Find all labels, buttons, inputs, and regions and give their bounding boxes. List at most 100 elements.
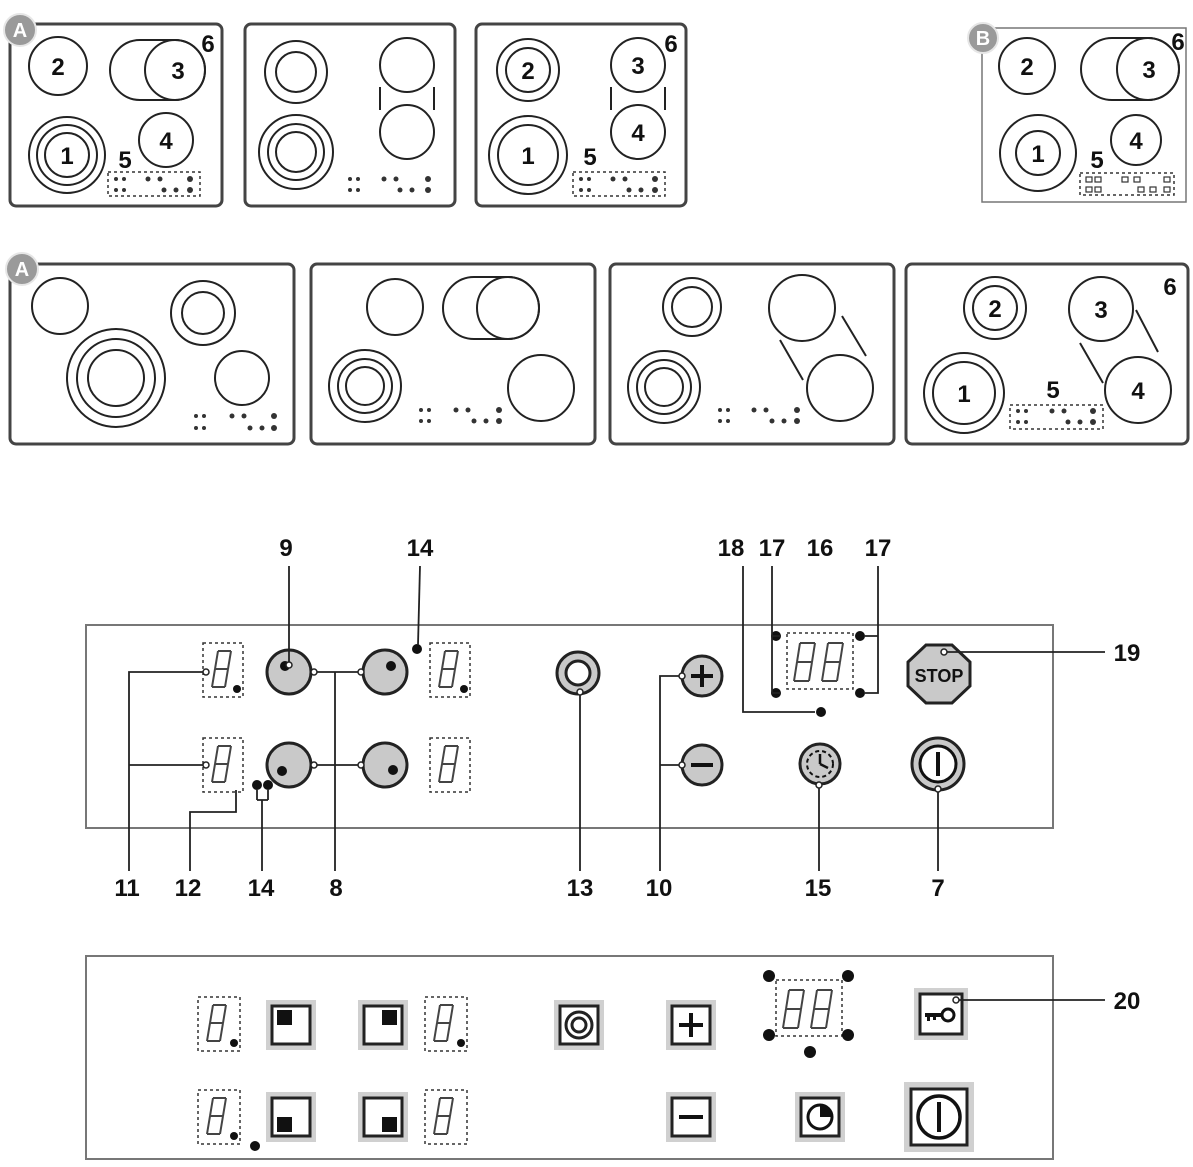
seven-segment-digit — [810, 989, 833, 1029]
control-area — [107, 171, 201, 197]
bridge-line — [779, 339, 804, 381]
cooking-zone-inner — [1015, 130, 1061, 176]
zone-4-label: 4 — [159, 128, 173, 155]
zone-1-label: 1 — [521, 143, 534, 170]
zone-4-label: 4 — [631, 120, 645, 147]
frame-label: 6 — [664, 31, 677, 58]
power-button[interactable] — [904, 1082, 974, 1152]
lock-button[interactable] — [914, 988, 968, 1040]
timer-display — [786, 632, 854, 690]
svg-text:A: A — [13, 20, 27, 42]
timer-button[interactable] — [795, 1092, 845, 1142]
hob-b: 2 3 1 4 5 6 — [981, 27, 1187, 203]
stop-button[interactable]: STOP — [906, 643, 972, 705]
cooking-zone-inner — [76, 338, 156, 418]
zone-display — [424, 1089, 468, 1145]
zone-button-rear-right[interactable] — [361, 741, 409, 789]
callout-19: 19 — [1114, 640, 1141, 667]
cooking-zone — [170, 280, 236, 346]
callout-17-right: 17 — [865, 535, 892, 562]
seven-segment-digit — [793, 642, 816, 682]
zone-button-front-right[interactable] — [358, 1000, 408, 1050]
hob-outline — [474, 22, 688, 208]
timer-button[interactable] — [798, 742, 842, 786]
seven-segment-digit — [438, 650, 459, 688]
control-panel-square — [85, 955, 1105, 1160]
cooking-zone — [264, 40, 328, 104]
cooking-zone — [627, 350, 701, 424]
minus-button[interactable] — [666, 1092, 716, 1142]
hob-outline — [8, 262, 296, 446]
svg-text:A: A — [15, 259, 29, 281]
control-area-label: 5 — [1090, 147, 1103, 174]
cooking-zone — [66, 328, 166, 428]
zone-display — [197, 1089, 241, 1145]
cooking-zone — [806, 354, 874, 422]
callout-9: 9 — [279, 535, 292, 562]
cooking-zone — [923, 352, 1005, 434]
seven-segment-digit — [211, 745, 232, 783]
zone-button-front-left[interactable] — [266, 1000, 316, 1050]
cooking-zone-inner — [275, 51, 317, 93]
control-area-label: 5 — [1046, 377, 1059, 404]
cooking-zone — [379, 37, 435, 93]
panel-callouts: 9 14 18 17 16 17 19 11 12 14 8 13 10 15 … — [114, 535, 1140, 1015]
cooking-zone-inner — [972, 285, 1018, 331]
cooking-zone — [610, 37, 666, 93]
leader-endpoints — [202, 648, 948, 793]
zone-display — [202, 737, 244, 793]
cooking-zone — [138, 112, 194, 168]
cooking-zone — [999, 114, 1077, 192]
control-area-label: 5 — [118, 147, 131, 174]
hob-outline — [243, 22, 457, 208]
power-button[interactable] — [910, 736, 966, 792]
callout-8: 8 — [329, 875, 342, 902]
plus-button[interactable] — [666, 1000, 716, 1050]
frame-label: 6 — [1163, 274, 1176, 301]
cooking-zone — [144, 39, 206, 101]
plus-button[interactable] — [680, 654, 724, 698]
seven-segment-digit — [433, 1097, 454, 1135]
bridge-line — [1135, 309, 1159, 353]
callout-13: 13 — [567, 875, 594, 902]
zone-button-rear-right[interactable] — [358, 1092, 408, 1142]
zone-button-front-right[interactable] — [361, 648, 409, 696]
callout-16: 16 — [807, 535, 834, 562]
frame-label: 6 — [1171, 29, 1184, 56]
bridge-line — [841, 315, 867, 357]
zone-display — [429, 642, 471, 698]
control-squares — [1085, 176, 1171, 193]
zone-display — [202, 642, 244, 698]
zone-button-rear-left[interactable] — [265, 741, 313, 789]
control-dots — [1016, 408, 1096, 425]
hob-outline — [904, 262, 1190, 446]
seven-segment-digit — [206, 1097, 227, 1135]
stop-label: STOP — [915, 666, 964, 686]
cooking-zone-inner — [267, 123, 325, 181]
cooking-zone — [1104, 356, 1172, 424]
callout-20: 20 — [1114, 988, 1141, 1015]
cooking-zone — [1068, 276, 1134, 342]
cooking-zone-inner — [36, 124, 98, 186]
badge-a-bottom: A — [5, 252, 39, 286]
leader-endpoint — [952, 996, 960, 1004]
control-area — [1079, 172, 1175, 196]
hob-a-6 — [309, 262, 597, 446]
control-dots — [348, 176, 431, 193]
control-area — [1009, 404, 1104, 430]
cooking-zone-inner — [671, 286, 713, 328]
hob-outline — [608, 262, 896, 446]
zone-displays — [197, 996, 468, 1145]
control-area-label: 5 — [583, 144, 596, 171]
zone-button-rear-left[interactable] — [266, 1092, 316, 1142]
dual-zone-button[interactable] — [555, 650, 601, 696]
minus-button[interactable] — [680, 743, 724, 787]
zone-display — [424, 996, 468, 1052]
zone-4-label: 4 — [1129, 128, 1143, 155]
zone-2-label: 2 — [51, 54, 64, 81]
callout-14-top: 14 — [407, 535, 434, 562]
dual-zone-led — [250, 1141, 260, 1151]
dual-zone-button[interactable] — [554, 1000, 604, 1050]
zone-4-label: 4 — [1131, 378, 1145, 405]
